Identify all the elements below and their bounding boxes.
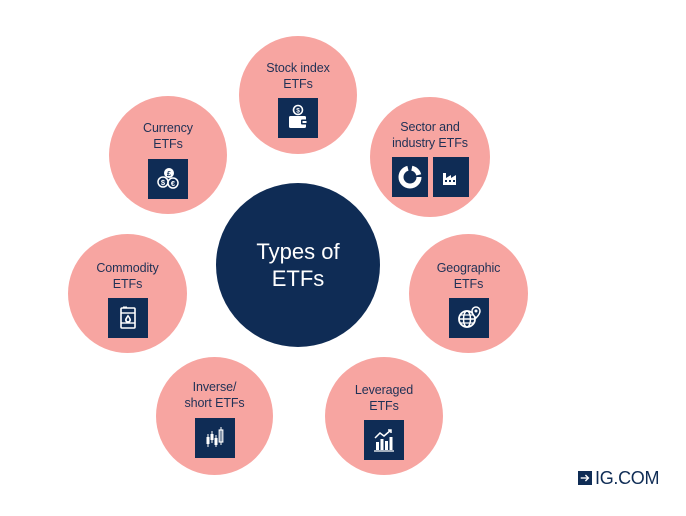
node-inverse-short-etfs: Inverse/ short ETFs <box>156 357 273 475</box>
node-label: Leveraged ETFs <box>325 382 443 414</box>
label-line1: Sector and <box>400 120 460 134</box>
arrow-right-icon <box>578 471 592 485</box>
label-line1: Currency <box>143 121 193 135</box>
label-line2: ETFs <box>369 399 399 413</box>
bar-chart-trend-icon <box>364 420 404 460</box>
node-label: Sector and industry ETFs <box>370 119 490 151</box>
label-line1: Commodity <box>96 261 159 275</box>
label-line1: Leveraged <box>354 383 414 397</box>
label-line2: ETFs <box>453 277 484 291</box>
node-commodity-etfs: Commodity ETFs <box>68 234 187 353</box>
label-line2: industry ETFs <box>392 136 468 150</box>
label-line2: ETFs <box>153 137 183 151</box>
label-line1: Geographic <box>436 261 501 275</box>
label-line2: ETFs <box>112 277 143 291</box>
node-sector-industry-etfs: Sector and industry ETFs <box>370 97 490 217</box>
svg-text:£: £ <box>167 169 172 178</box>
oil-barrel-icon <box>107 298 148 338</box>
svg-text:$: $ <box>296 108 300 115</box>
node-leveraged-etfs: Leveraged ETFs <box>325 357 443 475</box>
label-line2: ETFs <box>283 77 313 91</box>
factory-icon <box>432 157 469 197</box>
node-label: Stock index ETFs <box>239 60 357 92</box>
node-stock-index-etfs: Stock index ETFs $ <box>239 36 357 154</box>
currency-coins-icon: £$ € <box>148 159 188 199</box>
svg-text:€: € <box>171 179 176 188</box>
donut-chart-icon <box>391 157 428 197</box>
label-line1: Inverse/ <box>192 380 237 394</box>
center-node-types-of-etfs: Types of ETFs <box>216 183 380 347</box>
node-label: Commodity ETFs <box>68 260 187 292</box>
node-label: Inverse/ short ETFs <box>156 379 273 411</box>
center-title-line2: ETFs <box>271 266 325 291</box>
wallet-coin-icon: $ <box>278 98 318 138</box>
center-title-line1: Types of <box>256 239 340 264</box>
label-line2: short ETFs <box>184 396 245 410</box>
brand-text: IG.COM <box>595 468 660 488</box>
label-line1: Stock index <box>266 61 330 75</box>
node-geographic-etfs: Geographic ETFs <box>409 234 528 353</box>
ig-brand-logo: IG.COM <box>578 468 660 488</box>
candlestick-icon <box>194 418 235 458</box>
node-currency-etfs: Currency ETFs £$ € <box>109 96 227 214</box>
globe-pin-icon <box>448 298 489 338</box>
svg-text:$: $ <box>161 178 166 187</box>
node-label: Currency ETFs <box>109 120 227 152</box>
node-label: Geographic ETFs <box>409 260 528 292</box>
